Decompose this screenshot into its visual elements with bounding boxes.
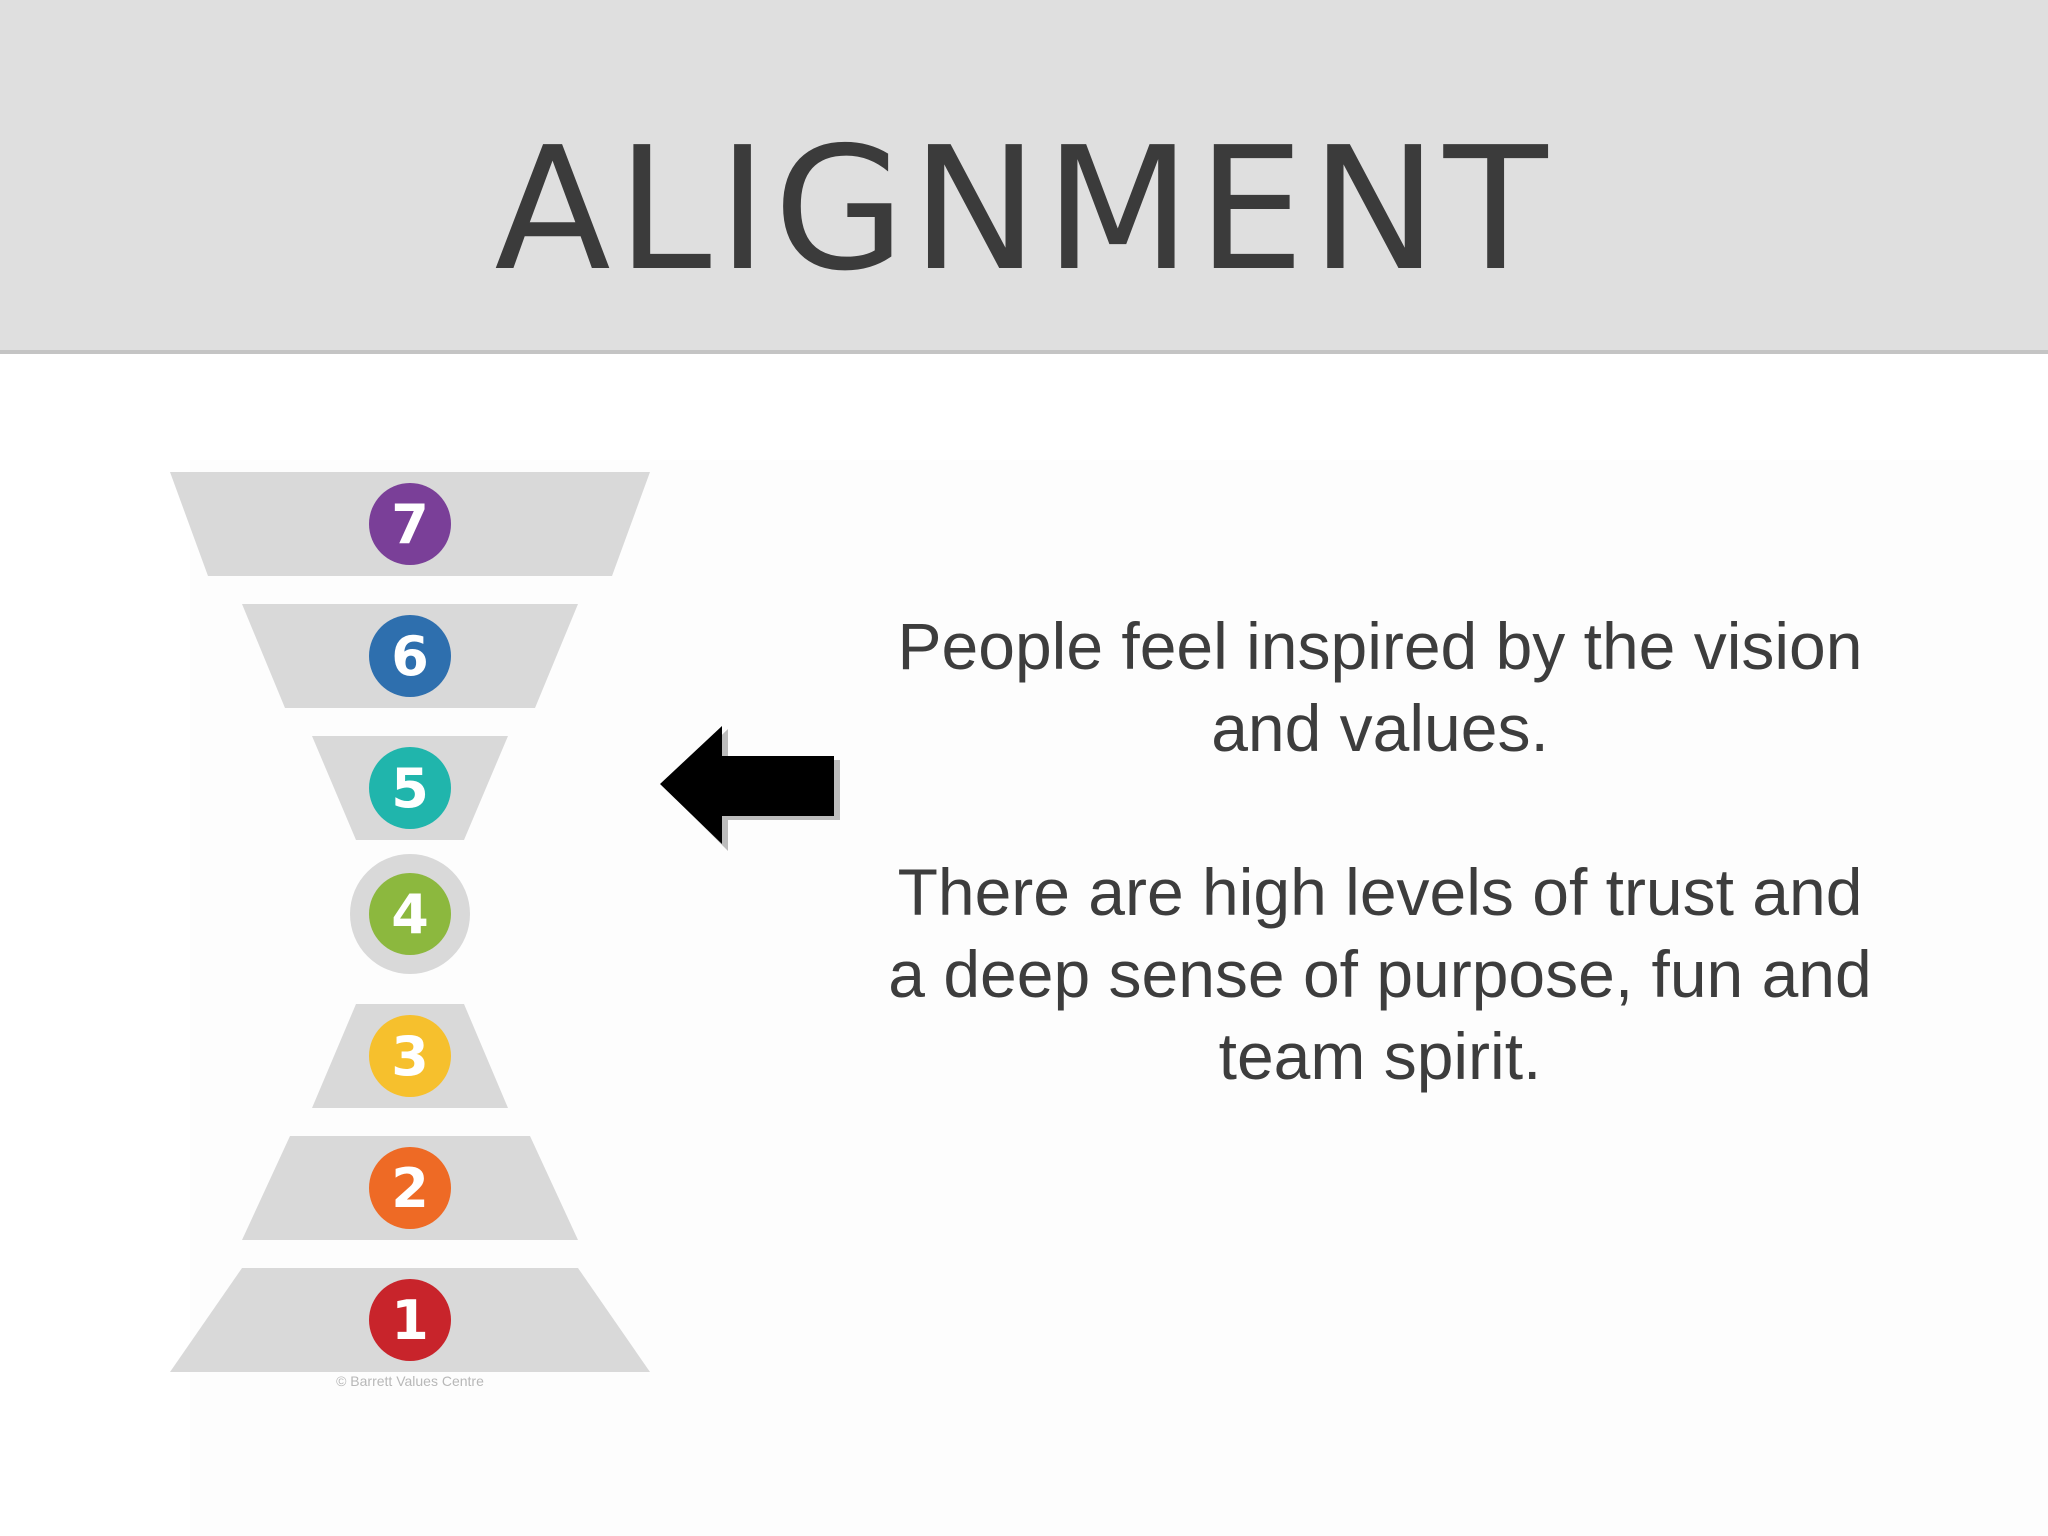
slide-title: ALIGNMENT (494, 111, 1554, 309)
level-5: 5 (312, 736, 508, 840)
level-number: 5 (391, 757, 429, 820)
level-number: 1 (391, 1289, 429, 1352)
level-number: 3 (391, 1025, 429, 1088)
description-text: People feel inspired by the vision and v… (880, 605, 1880, 1097)
level-3: 3 (312, 1004, 508, 1108)
level-number: 6 (391, 625, 429, 688)
level-6: 6 (242, 604, 578, 708)
copyright-note: © Barrett Values Centre (336, 1373, 484, 1389)
level-number: 4 (391, 883, 429, 946)
levels-svg: 7 6 5 4 3 2 1 © Barrett Values Centre (170, 472, 650, 1389)
level-4: 4 (350, 854, 470, 974)
level-7: 7 (170, 472, 650, 576)
level-2: 2 (242, 1136, 578, 1240)
level-1: 1 (170, 1268, 650, 1372)
paragraph-trust: There are high levels of trust and a dee… (888, 855, 1872, 1093)
level-badge (369, 873, 451, 955)
level-badge (369, 1147, 451, 1229)
level-badge (369, 1279, 451, 1361)
paragraph-inspired: People feel inspired by the vision and v… (897, 609, 1863, 765)
level-badge (369, 615, 451, 697)
level-badge (369, 1015, 451, 1097)
arrow-left-icon (660, 726, 845, 864)
level-number: 7 (391, 493, 429, 556)
level-badge (369, 483, 451, 565)
title-bar: ALIGNMENT (0, 0, 2048, 354)
values-levels-diagram: 7 6 5 4 3 2 1 © Barrett Values Centre (160, 460, 670, 1400)
level-number: 2 (391, 1157, 429, 1220)
level-badge (369, 747, 451, 829)
